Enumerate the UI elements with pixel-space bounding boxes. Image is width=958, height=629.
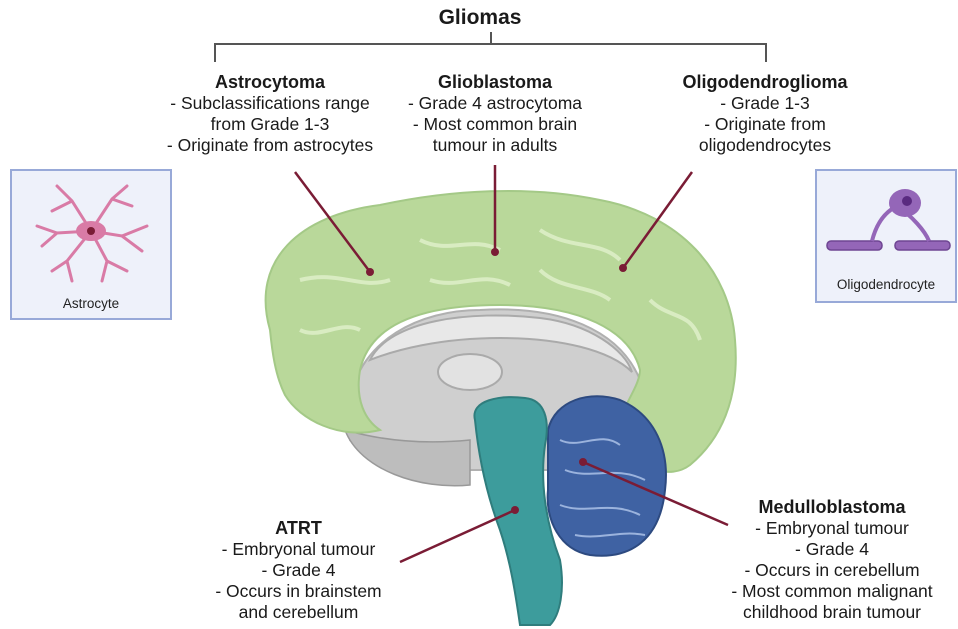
glioblastoma-line: - Most common brain bbox=[385, 114, 605, 135]
atrt-leader bbox=[400, 510, 515, 562]
astrocytoma-title: Astrocytoma bbox=[150, 72, 390, 93]
oligodendroglioma-line: oligodendrocytes bbox=[655, 135, 875, 156]
astrocytoma-marker bbox=[366, 268, 374, 276]
astrocyte-panel: Astrocyte bbox=[10, 169, 172, 320]
thalamus bbox=[438, 354, 502, 390]
astrocytoma-line: - Subclassifications range bbox=[150, 93, 390, 114]
oligodendrocyte-panel: Oligodendrocyte bbox=[815, 169, 957, 303]
glioblastoma-marker bbox=[491, 248, 499, 256]
medulloblastoma-line: - Occurs in cerebellum bbox=[712, 560, 952, 581]
glioblastoma-title: Glioblastoma bbox=[385, 72, 605, 93]
medulloblastoma-text: Medulloblastoma - Embryonal tumour - Gra… bbox=[712, 497, 952, 623]
main-title: Gliomas bbox=[400, 6, 560, 30]
oligodendrocyte-caption: Oligodendrocyte bbox=[817, 277, 955, 292]
glioblastoma-line: tumour in adults bbox=[385, 135, 605, 156]
atrt-marker bbox=[511, 506, 519, 514]
oligodendroglioma-text: Oligodendroglioma - Grade 1-3 - Originat… bbox=[655, 72, 875, 156]
oligodendroglioma-marker bbox=[619, 264, 627, 272]
cerebellum bbox=[548, 396, 666, 555]
astrocytoma-line: - Originate from astrocytes bbox=[150, 135, 390, 156]
oligodendroglioma-line: - Originate from bbox=[655, 114, 875, 135]
medulloblastoma-line: - Grade 4 bbox=[712, 539, 952, 560]
medulloblastoma-line: - Most common malignant bbox=[712, 581, 952, 602]
atrt-line: - Embryonal tumour bbox=[196, 539, 401, 560]
medulloblastoma-title: Medulloblastoma bbox=[712, 497, 952, 518]
atrt-line: - Grade 4 bbox=[196, 560, 401, 581]
glioblastoma-line: - Grade 4 astrocytoma bbox=[385, 93, 605, 114]
atrt-line: and cerebellum bbox=[196, 602, 401, 623]
medulloblastoma-marker bbox=[579, 458, 587, 466]
glioblastoma-text: Glioblastoma - Grade 4 astrocytoma - Mos… bbox=[385, 72, 605, 156]
atrt-text: ATRT - Embryonal tumour - Grade 4 - Occu… bbox=[196, 518, 401, 623]
oligodendroglioma-line: - Grade 1-3 bbox=[655, 93, 875, 114]
medulloblastoma-line: childhood brain tumour bbox=[712, 602, 952, 623]
astrocytoma-line: from Grade 1-3 bbox=[150, 114, 390, 135]
oligodendrocyte-icon bbox=[817, 171, 955, 266]
atrt-title: ATRT bbox=[196, 518, 401, 539]
gliomas-bracket bbox=[215, 32, 766, 62]
astrocytoma-text: Astrocytoma - Subclassifications range f… bbox=[150, 72, 390, 156]
atrt-line: - Occurs in brainstem bbox=[196, 581, 401, 602]
astrocyte-icon bbox=[12, 171, 170, 286]
oligodendroglioma-title: Oligodendroglioma bbox=[655, 72, 875, 93]
medulloblastoma-line: - Embryonal tumour bbox=[712, 518, 952, 539]
astrocyte-caption: Astrocyte bbox=[12, 296, 170, 311]
